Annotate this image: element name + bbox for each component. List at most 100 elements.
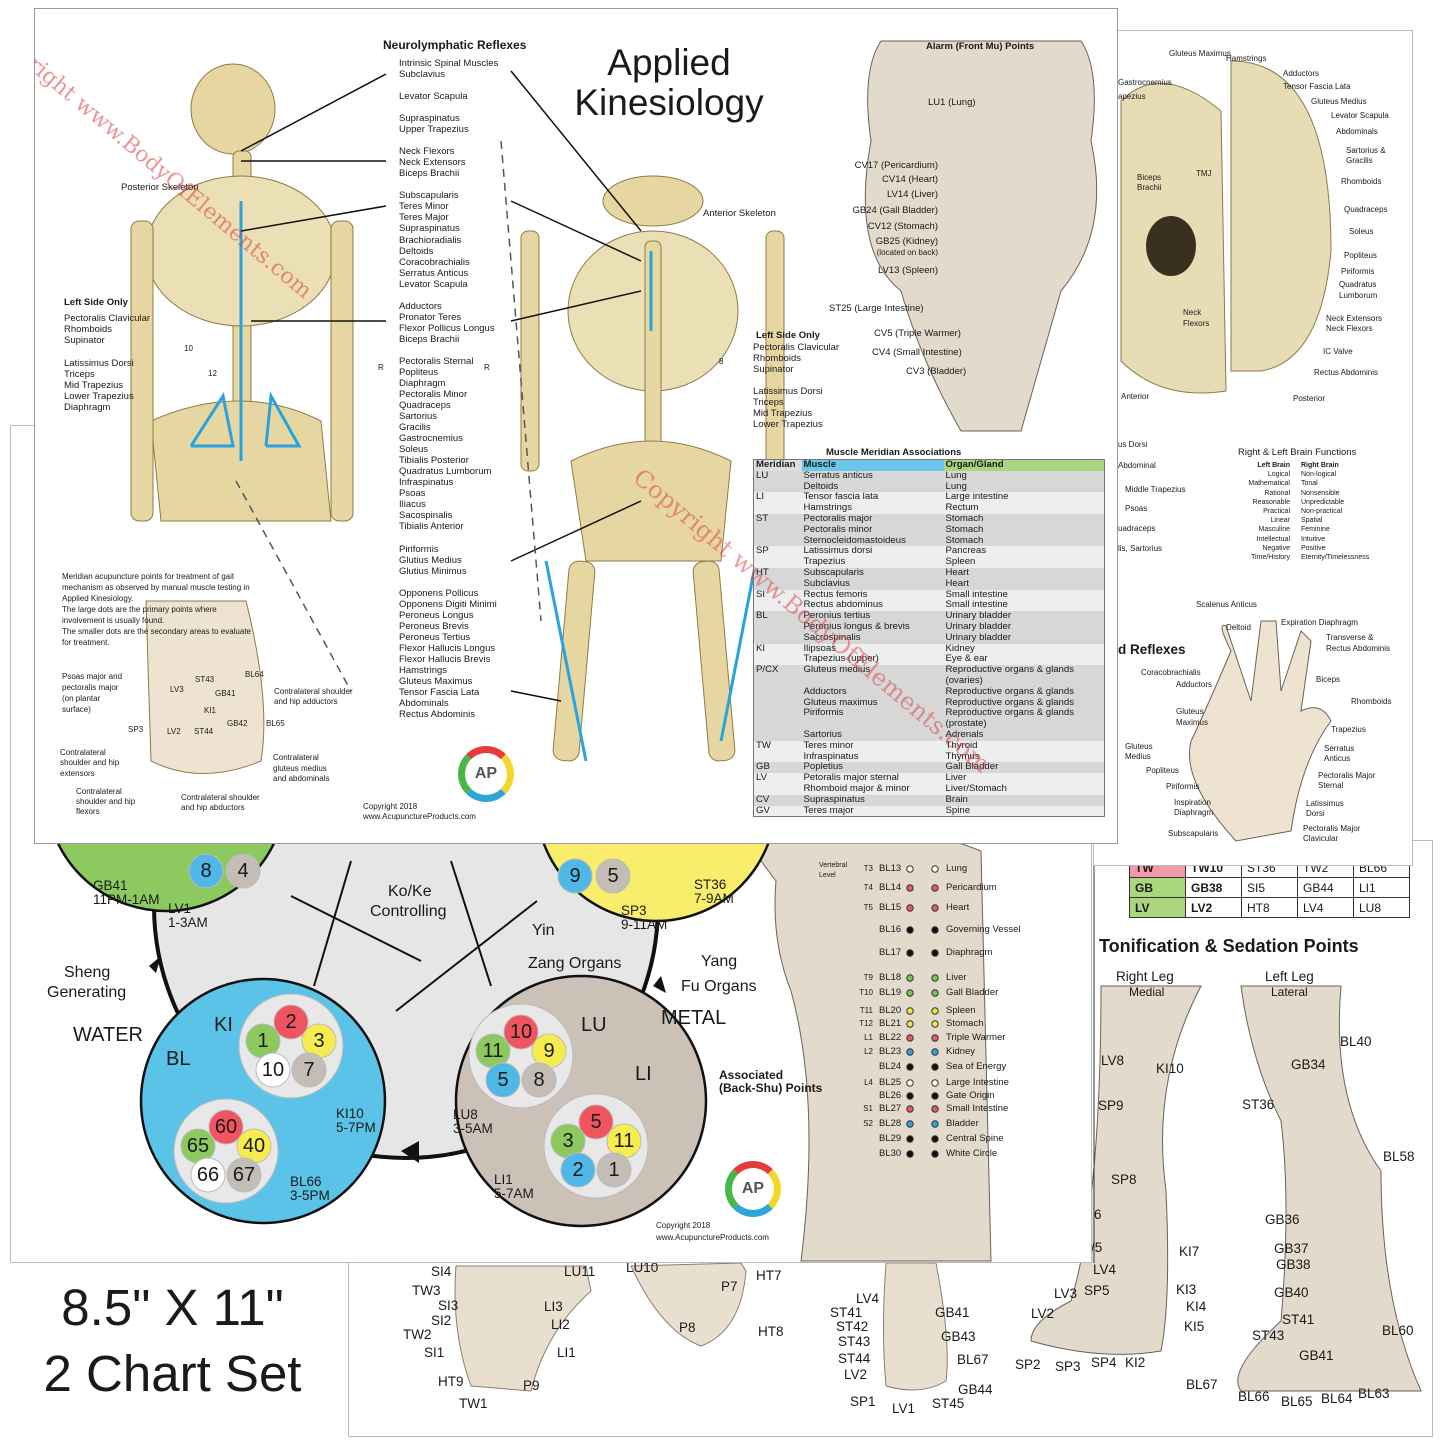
leg-acupoint-label: BL60: [1382, 1323, 1414, 1338]
leg-acupoint-label: LV8: [1101, 1053, 1125, 1068]
leg-acupoint-label: SP3: [1055, 1359, 1081, 1374]
left-side-muscle-right: Rhomboids: [753, 353, 802, 364]
left-brain-item: Intellectual: [1256, 535, 1290, 543]
vertebral-level: S1: [863, 1104, 873, 1113]
backshu-point: BL18: [879, 972, 902, 983]
muscle-label: Flexors: [1183, 319, 1210, 328]
muscle-label: Anterior: [1121, 392, 1150, 401]
vertebral-level: L4: [864, 1078, 873, 1087]
muscle-label: Rectus Abdominis: [1314, 368, 1379, 377]
organ-dot: [931, 1135, 939, 1143]
point-circle-lu: [503, 1014, 539, 1050]
leg-acupoint-label: KI7: [1179, 1244, 1200, 1259]
point-number-bl: 40: [242, 1135, 266, 1157]
backshu-point: BL24: [879, 1061, 902, 1072]
vertebral-level: T11: [859, 1006, 873, 1015]
right-leg-label: Medial: [1129, 985, 1165, 999]
foot-note: Contralateral: [76, 787, 122, 796]
leg-acupoint-label: KI5: [1184, 1319, 1205, 1334]
leg-acupoint-label: SP5: [1084, 1283, 1110, 1298]
hand-reflex-label: Scalenus Anticus: [1196, 600, 1257, 609]
meridian-code: LU: [753, 470, 802, 482]
muscle-label: Gluteus Medius: [1311, 97, 1367, 106]
point-number: 9: [569, 865, 581, 887]
backshu-dot: [906, 904, 914, 912]
leg-acupoint-label: SP8: [1111, 1172, 1137, 1187]
vertebral-level: T5: [863, 903, 873, 912]
foot-note: gluteus medius: [273, 764, 327, 773]
muscle-label: Adductors: [1283, 69, 1320, 78]
vertebral-level: T10: [859, 988, 873, 997]
muscle-name: Rectus femoris: [801, 589, 944, 601]
gait-paragraph-line: The large dots are the primary points wh…: [62, 605, 217, 614]
col-organ: Organ/Gland: [943, 459, 1105, 471]
hand-reflex-label: Clavicular: [1303, 834, 1339, 843]
muscle-name: Latissimus dorsi: [801, 546, 944, 558]
foot-point-label: ST43: [195, 675, 215, 684]
muscle-name: Peronius tertius: [801, 610, 944, 622]
organ-dot: [931, 884, 939, 892]
ap-logo: AP: [458, 746, 514, 802]
muscle-label: Neck: [1183, 308, 1202, 317]
hand-acupoint-label: SI4: [431, 1264, 452, 1279]
alarm-point: CV3 (Bladder): [906, 366, 967, 377]
point-number-ki: 10: [261, 1059, 285, 1081]
point-circle-li: [596, 1152, 632, 1188]
backshu-dot: [906, 949, 914, 957]
muscle-name: Rhomboid major & minor: [801, 783, 944, 795]
point-number-lu: 8: [533, 1069, 545, 1091]
hand-acupoint-label: P7: [721, 1279, 738, 1294]
meridian-code: [753, 578, 802, 590]
organ-dot: [931, 989, 939, 997]
foot-point-label: KI1: [204, 706, 217, 715]
muscle-name: Tensor fascia lata: [801, 492, 944, 504]
left-brain-item: Rational: [1264, 489, 1290, 497]
organ-gland: Thymus: [943, 751, 1105, 763]
right-brain-item: Non-logical: [1301, 471, 1337, 479]
alarm-point: LV14 (Liver): [886, 189, 938, 200]
right-brain-item: Non-practical: [1301, 508, 1343, 515]
neurolymphatic-item: Sacospinalis: [399, 510, 453, 521]
point-number-bl: 65: [186, 1135, 210, 1157]
leg-acupoint-label: BL65: [1281, 1394, 1313, 1409]
alarm-point: CV5 (Triple Warmer): [874, 328, 961, 339]
bl-time: BL66: [290, 1174, 322, 1189]
copyright-line: Copyright 2018: [363, 802, 418, 811]
backshu-dot: [906, 1092, 914, 1100]
hand-acupoint-label: LI2: [551, 1317, 570, 1332]
point-number-lu: 10: [509, 1021, 533, 1043]
backshu-organ: Pericardium: [946, 882, 997, 893]
backshu-organ: Stomach: [946, 1018, 984, 1029]
point-number: 4: [237, 860, 249, 882]
organ-dot: [931, 974, 939, 982]
point-number-li: 3: [562, 1130, 574, 1152]
left-brain-item: Left Brain: [1257, 462, 1290, 469]
muscle-label: IC Valve: [1323, 347, 1353, 356]
leg-acupoint-label: ST36: [1242, 1097, 1275, 1112]
neurolymphatic-item: Subscapularis: [399, 190, 459, 201]
hand-reflex-label: Anticus: [1324, 754, 1351, 763]
meridian-code: GB: [753, 762, 802, 774]
organ-gland: Stomach: [943, 524, 1105, 536]
foot-point-label: LV3: [170, 685, 184, 694]
neurolymphatic-item: Flexor Pollicus Longus: [399, 323, 495, 334]
neurolymphatic-item: Gluteus Maximus: [399, 676, 473, 687]
backshu-point: BL14: [879, 882, 902, 893]
hand-reflex-label: Rectus Abdominis: [1326, 644, 1391, 653]
foot-point-label: SP3: [128, 725, 144, 734]
alarm-point: ST25 (Large Intestine): [829, 303, 924, 314]
organ-dot: [931, 865, 939, 873]
muscle-label: Quadratus: [1339, 280, 1377, 289]
spine-number: 12: [208, 369, 217, 378]
copyright-line: www.AcupunctureProducts.com: [363, 812, 476, 821]
sheng-generating-label: Sheng: [64, 964, 111, 981]
right-brain-item: Unpredictable: [1301, 498, 1345, 506]
right-brain-item: Intuitive: [1301, 535, 1326, 543]
right-brain-item: Feminine: [1301, 526, 1330, 534]
left-side-muscle-right: Pectoralis Clavicular: [753, 342, 840, 353]
li-label: LI: [635, 1063, 652, 1085]
left-side-muscle: Triceps: [64, 369, 95, 380]
